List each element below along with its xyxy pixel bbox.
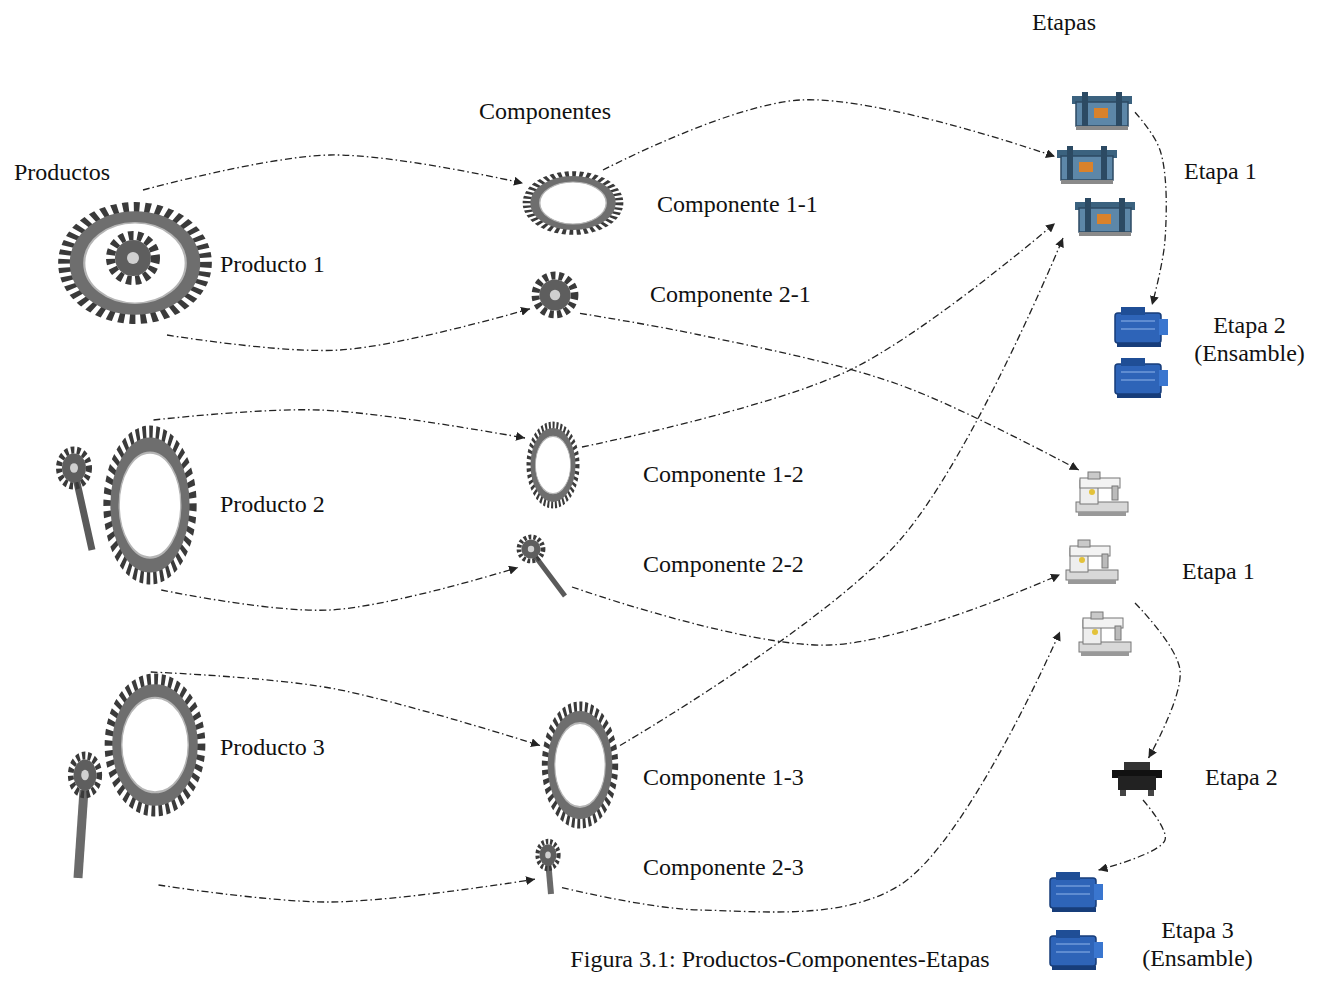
component-node: Componente 2-2 — [518, 535, 572, 600]
flow-arrow — [167, 309, 530, 351]
component-node: Componente 2-1 — [530, 272, 580, 318]
machine-group — [1115, 307, 1168, 398]
stage-node: Etapa 1 — [1060, 470, 1135, 660]
stage-node: Etapa 2 (Ensamble) — [1110, 305, 1170, 400]
component-node: Componente 1-3 — [540, 700, 620, 830]
flow-arrow — [161, 568, 518, 611]
pinion-gear — [519, 537, 565, 596]
ring-gear — [529, 426, 577, 505]
node-label: Producto 3 — [218, 734, 327, 762]
flow-arrow — [159, 879, 536, 902]
node-label: Producto 2 — [218, 491, 327, 519]
stage-node: Etapa 2 — [1110, 758, 1165, 800]
stage-node: Etapa 3 (Ensamble) — [1045, 870, 1108, 975]
node-label: Componente 1-2 — [641, 461, 806, 489]
flow-arrow — [1135, 112, 1166, 305]
product-node: Producto 2 — [45, 420, 200, 590]
flow-arrow — [572, 575, 1060, 646]
pinion-gear — [538, 842, 559, 895]
flow-arrow — [603, 100, 1055, 170]
flow-arrow — [580, 313, 1079, 470]
flow-arrow — [620, 238, 1063, 746]
machine-group — [1057, 92, 1135, 236]
flow-arrow — [154, 410, 526, 438]
flow-arrow — [562, 632, 1060, 913]
ring-gear — [545, 707, 614, 822]
figure-caption: Figura 3.1: Productos-Componentes-Etapas — [568, 946, 991, 974]
stage-node: Etapa 1 — [1055, 90, 1135, 238]
flow-arrow — [582, 223, 1055, 447]
machine-group — [1050, 872, 1103, 970]
node-label: Etapa 2 — [1203, 764, 1280, 792]
node-label: Componente 1-1 — [655, 191, 820, 219]
product-node: Producto 1 — [55, 190, 215, 335]
pinion-gear — [536, 276, 575, 315]
node-label: Producto 1 — [218, 251, 327, 279]
column-heading: Componentes — [477, 98, 613, 126]
node-label: Etapa 1 — [1180, 558, 1257, 586]
flow-arrow — [151, 672, 540, 746]
node-label: Componente 2-2 — [641, 551, 806, 579]
column-heading: Etapas — [1030, 9, 1098, 37]
flow-arrow — [143, 155, 523, 190]
node-label: Etapa 3 (Ensamble) — [1128, 917, 1267, 972]
component-node: Componente 2-3 — [535, 840, 562, 896]
ring-gear — [527, 174, 618, 232]
node-label: Componente 2-1 — [648, 281, 813, 309]
flow-arrow — [1135, 603, 1180, 758]
gear-set — [71, 680, 201, 878]
product-node: Producto 3 — [50, 672, 205, 885]
node-label: Etapa 1 — [1182, 158, 1259, 186]
flow-arrow — [1099, 800, 1166, 870]
machine-group — [1066, 472, 1131, 656]
node-label: Componente 2-3 — [641, 854, 806, 882]
gear-set — [65, 208, 204, 318]
component-node: Componente 1-2 — [525, 420, 582, 510]
gear-set — [59, 433, 192, 577]
column-heading: Productos — [12, 159, 112, 187]
node-label: Componente 1-3 — [641, 764, 806, 792]
machine-group — [1112, 762, 1162, 796]
component-node: Componente 1-1 — [523, 170, 623, 236]
node-label: Etapa 2 (Ensamble) — [1180, 312, 1319, 367]
